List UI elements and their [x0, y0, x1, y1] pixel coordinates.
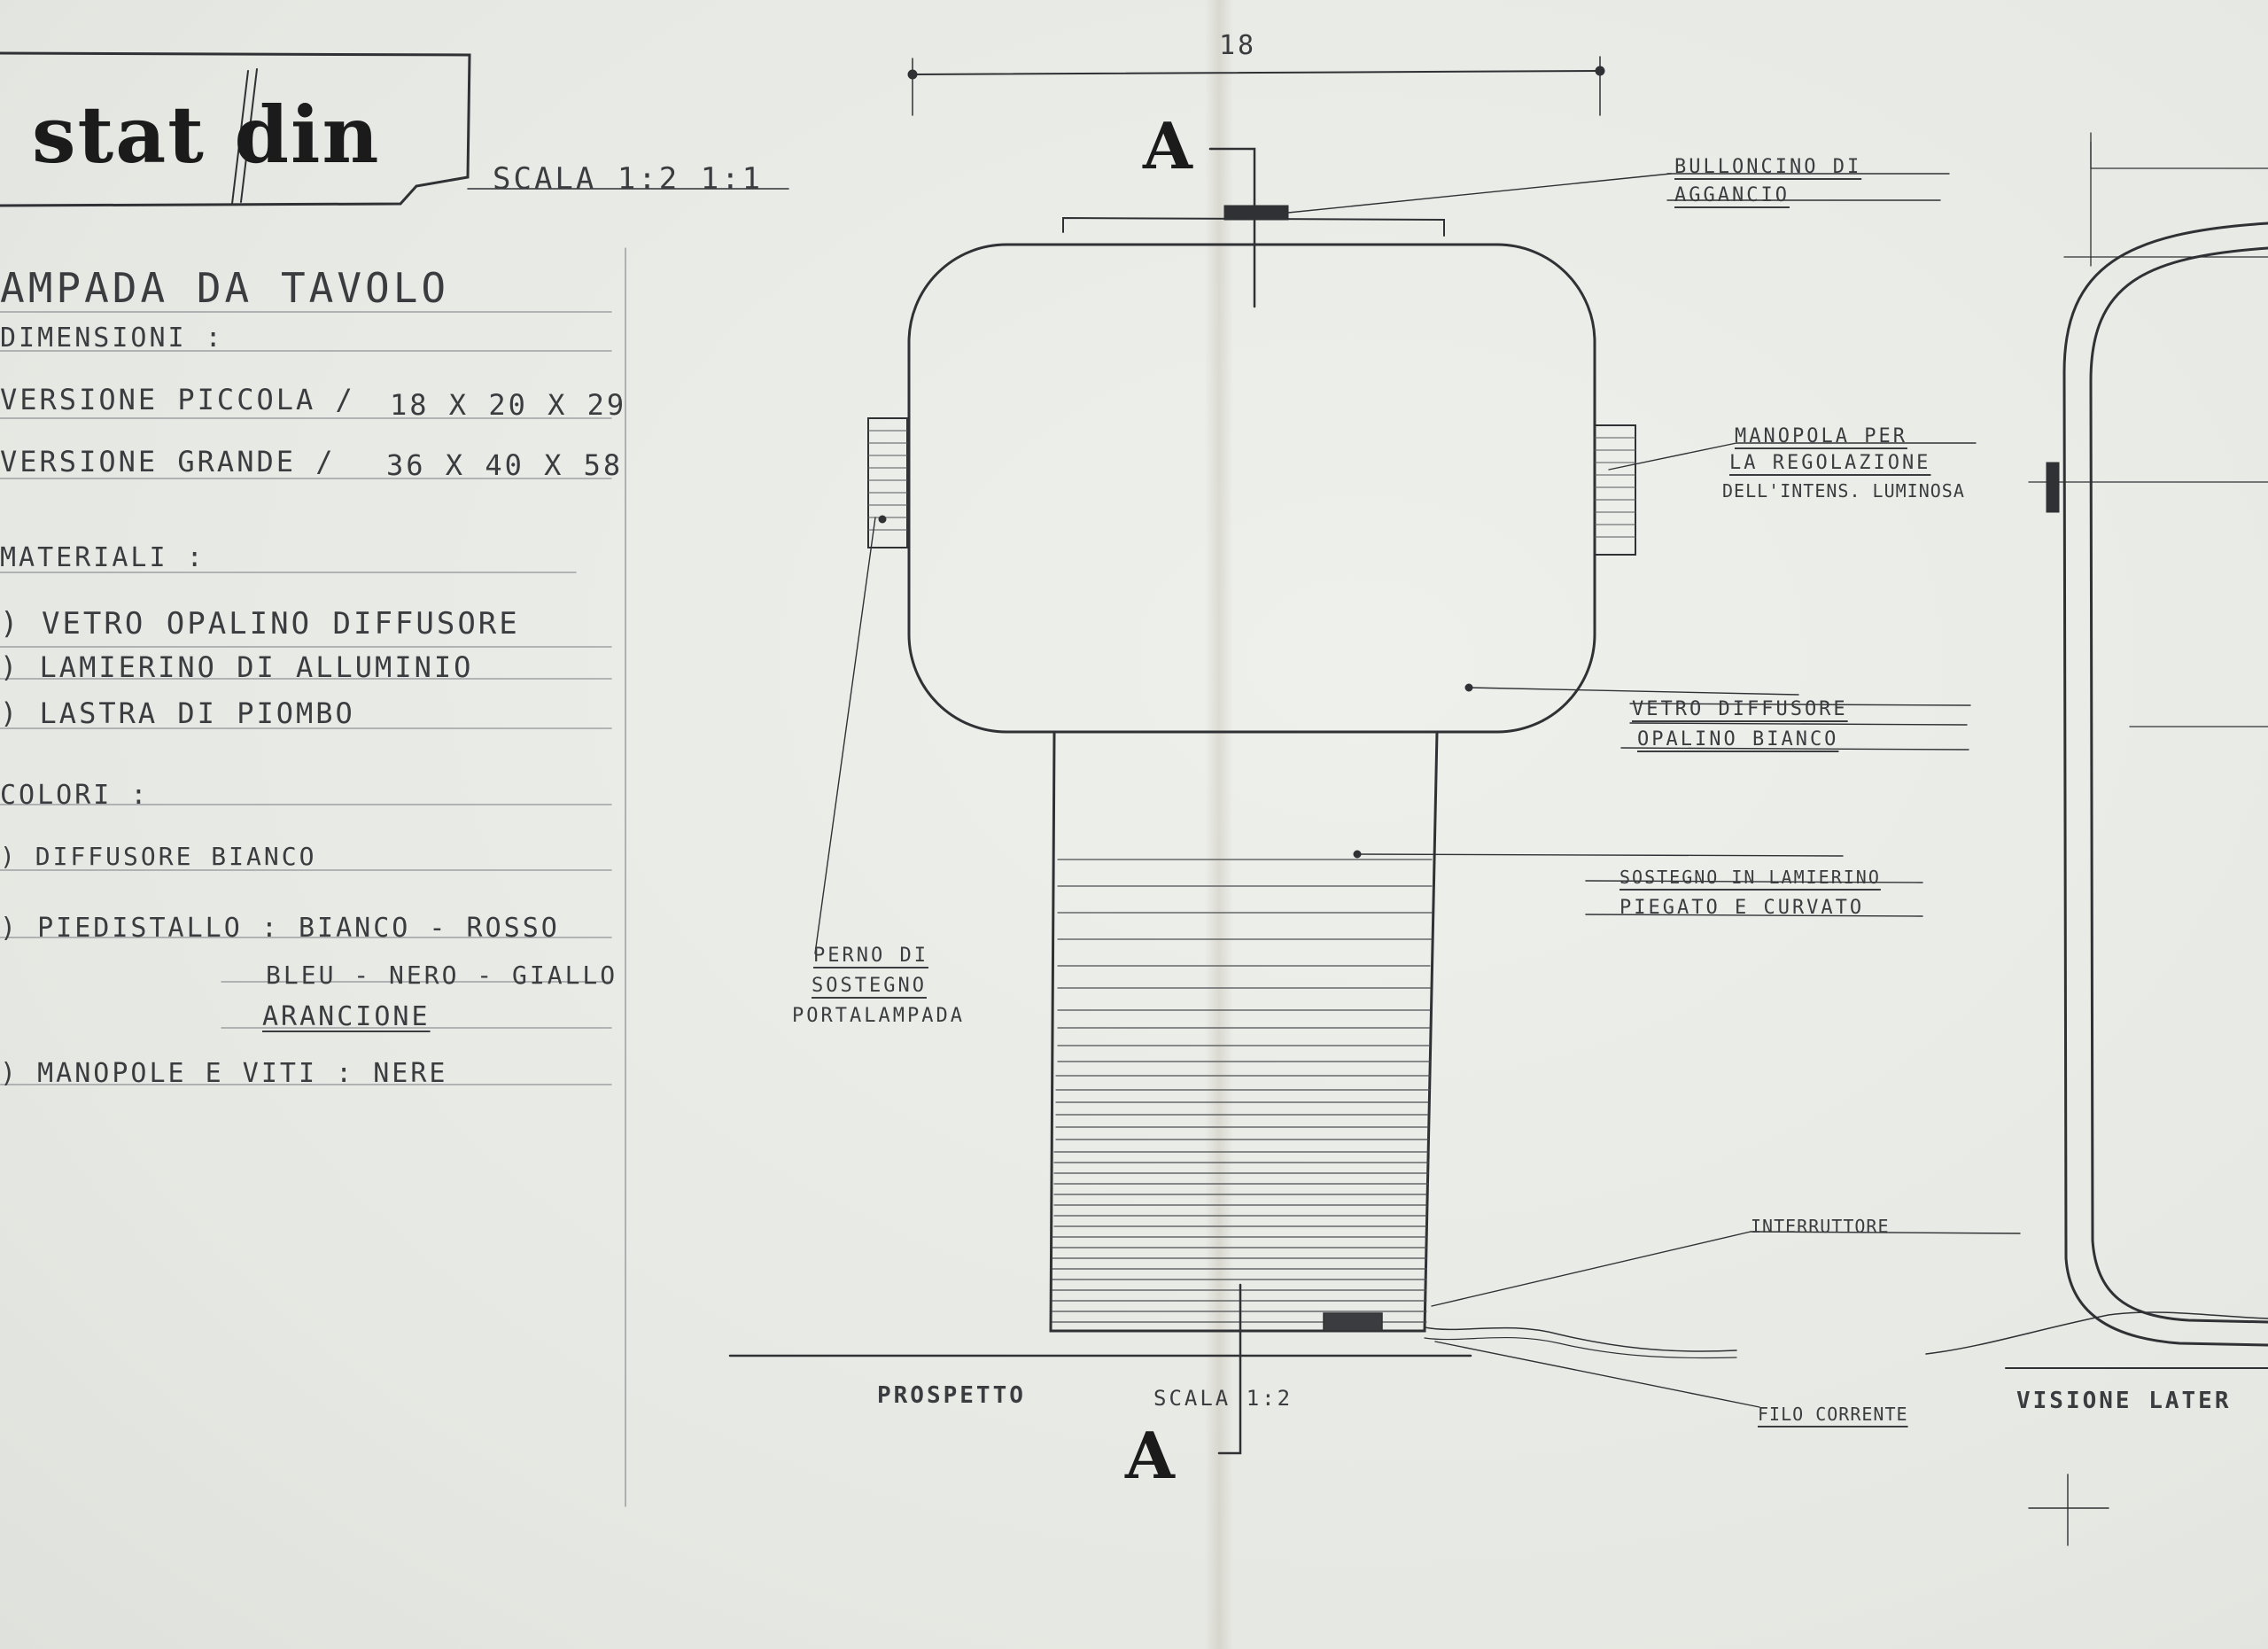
- dimension-line-width: [912, 70, 1601, 75]
- scale-label: SCALA 1:2 1:1: [493, 161, 764, 197]
- knob-left: [867, 417, 908, 548]
- label-interruttore: INTERRUTTORE: [1751, 1216, 1890, 1237]
- color-item: ARANCIONE: [262, 1001, 431, 1032]
- stand-hatching: [1052, 859, 1433, 1323]
- colors-label: COLORI :: [0, 780, 150, 811]
- label-prospetto: PROSPETTO: [877, 1382, 1026, 1409]
- width-dimension: 18: [1219, 30, 1257, 61]
- logo-slash-1: [231, 70, 249, 205]
- label-sostegno-portalampada: SOSTEGNO: [812, 975, 927, 997]
- title-block-rules: [0, 247, 626, 1507]
- version-small-value: 18 X 20 X 29: [390, 388, 627, 422]
- section-marker-bottom: A: [1125, 1418, 1175, 1493]
- label-perno: PERNO DI: [813, 945, 928, 967]
- color-item: ) MANOPOLE E VITI : NERE: [0, 1058, 448, 1089]
- knob-right: [1594, 424, 1636, 556]
- color-item: ) DIFFUSORE BIANCO: [0, 842, 317, 871]
- color-item: BLEU - NERO - GIALLO: [266, 961, 618, 990]
- leader-lines: [814, 173, 2021, 1408]
- label-filo-corrente: FILO CORRENTE: [1758, 1404, 1908, 1425]
- dimensions-label: DIMENSIONI :: [0, 323, 224, 354]
- section-line-a-top: [1208, 147, 1256, 308]
- label-manopola: MANOPOLA PER: [1735, 425, 1907, 447]
- material-item: ) VETRO OPALINO DIFFUSORE: [0, 606, 520, 642]
- label-aggancio: AGGANCIO: [1674, 184, 1790, 206]
- color-item: ) PIEDISTALLO : BIANCO - ROSSO: [0, 913, 560, 944]
- version-large-label: VERSIONE GRANDE /: [0, 445, 336, 478]
- section-marker-top: A: [1143, 108, 1192, 183]
- lamp-stand: [1049, 730, 1439, 1333]
- drawing-title: AMPADA DA TAVOLO: [0, 264, 450, 312]
- logo-slash-2: [240, 68, 258, 203]
- lamp-diffuser: [907, 243, 1596, 734]
- label-intensita: DELL'INTENS. LUMINOSA: [1722, 480, 1965, 502]
- material-item: ) LASTRA DI PIOMBO: [0, 696, 355, 730]
- material-item: ) LAMIERINO DI ALLUMINIO: [0, 650, 474, 684]
- label-prospetto-scale: SCALA 1:2: [1153, 1386, 1293, 1411]
- section-line-a-bottom: [1217, 1283, 1242, 1455]
- label-opalino: OPALINO BIANCO: [1637, 728, 1839, 751]
- label-sostegno: SOSTEGNO IN LAMIERINO: [1619, 867, 1881, 888]
- logo-frame: [0, 51, 471, 207]
- label-bulloncino: BULLONCINO DI: [1674, 156, 1862, 178]
- side-view-profile: [2062, 222, 2268, 1347]
- label-side-view: VISIONE LATER: [2016, 1388, 2232, 1414]
- switch: [1323, 1312, 1383, 1332]
- materials-label: MATERIALI :: [0, 542, 206, 573]
- label-portalampada: PORTALAMPADA: [792, 1005, 965, 1027]
- version-large-value: 36 X 40 X 58: [386, 448, 624, 482]
- version-small-label: VERSIONE PICCOLA /: [0, 383, 355, 416]
- logo: stat din: [32, 89, 381, 181]
- power-cord: [1424, 1326, 1737, 1352]
- label-regolazione: LA REGOLAZIONE: [1729, 452, 1931, 474]
- label-piegato: PIEGATO E CURVATO: [1619, 897, 1865, 919]
- label-vetro: VETRO DIFFUSORE: [1632, 698, 1848, 720]
